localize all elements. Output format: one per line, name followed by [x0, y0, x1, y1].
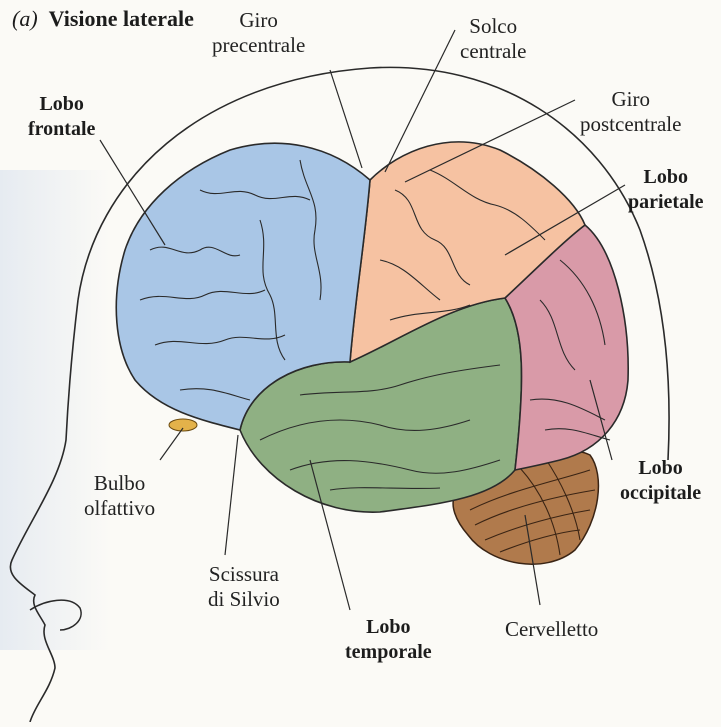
label-line: di Silvio: [208, 587, 280, 612]
label-line: Scissura: [208, 562, 280, 587]
label-line: postcentrale: [580, 112, 681, 137]
label-line: centrale: [460, 39, 526, 64]
label-line: parietale: [628, 190, 704, 215]
leader-giro-precentrale: [330, 70, 362, 168]
label-line: Lobo: [620, 456, 701, 481]
label-line: Giro: [580, 87, 681, 112]
leader-bulbo-olfattivo: [160, 428, 183, 460]
title-text: Visione laterale: [49, 6, 194, 31]
leader-scissura-silvio: [225, 435, 238, 555]
label-lobo-occipitale: Lobo occipitale: [620, 456, 701, 506]
label-lobo-temporale: Lobo temporale: [345, 615, 432, 665]
label-cervelletto: Cervelletto: [505, 617, 598, 642]
label-line: occipitale: [620, 481, 701, 506]
label-line: temporale: [345, 640, 432, 665]
olfactory-bulb: [169, 419, 197, 431]
label-scissura-silvio: Scissura di Silvio: [208, 562, 280, 612]
label-line: Giro: [212, 8, 305, 33]
label-lobo-frontale: Lobo frontale: [28, 92, 95, 142]
label-line: olfattivo: [84, 496, 155, 521]
label-line: Lobo: [345, 615, 432, 640]
label-line: Lobo: [628, 165, 704, 190]
label-bulbo-olfattivo: Bulbo olfattivo: [84, 471, 155, 521]
label-line: frontale: [28, 117, 95, 142]
figure-title: (a) Visione laterale: [12, 6, 194, 32]
label-line: precentrale: [212, 33, 305, 58]
label-line: Solco: [460, 14, 526, 39]
panel-letter: (a): [12, 6, 38, 31]
label-line: Bulbo: [84, 471, 155, 496]
label-line: Cervelletto: [505, 617, 598, 642]
label-giro-postcentrale: Giro postcentrale: [580, 87, 681, 137]
label-lobo-parietale: Lobo parietale: [628, 165, 704, 215]
label-giro-precentrale: Giro precentrale: [212, 8, 305, 58]
label-line: Lobo: [28, 92, 95, 117]
label-solco-centrale: Solco centrale: [460, 14, 526, 64]
